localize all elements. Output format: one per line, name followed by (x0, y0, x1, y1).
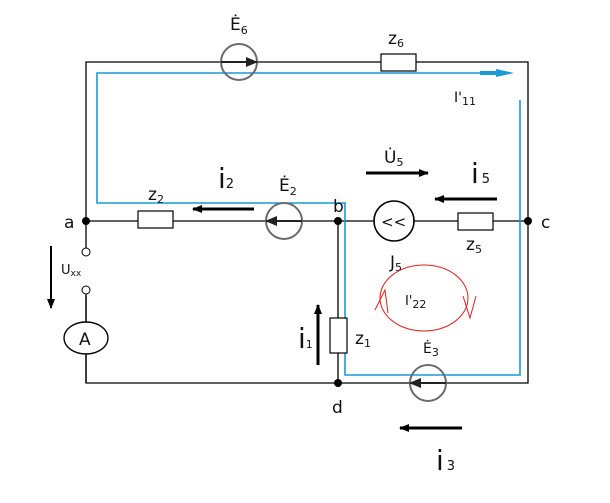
node-d-label: d (332, 398, 343, 418)
node-b-label: b (333, 197, 344, 217)
impedance-z5: z5 (457, 212, 494, 256)
svg-text:Ė3: Ė3 (423, 339, 439, 359)
node-b (334, 217, 342, 225)
svg-text:Ė6: Ė6 (230, 14, 248, 37)
source-E2: Ė2 (265, 175, 303, 240)
node-c (524, 217, 532, 225)
svg-text:i2: i2 (218, 162, 234, 195)
impedance-z6: z6 (380, 29, 417, 72)
svg-text:U̇5: U̇5 (384, 147, 403, 169)
svg-text:z6: z6 (388, 29, 404, 50)
svg-text:i3: i3 (436, 444, 455, 477)
svg-text:<<: << (381, 213, 406, 231)
impedance-z2: z2 (137, 185, 174, 229)
current-source-J5: << J5 (373, 200, 415, 274)
node-a (82, 217, 90, 225)
source-E6: Ė6 (220, 14, 258, 81)
svg-text:Uxx: Uxx (61, 263, 82, 279)
svg-text:z5: z5 (466, 235, 482, 256)
voltage-U5: U̇5 (366, 147, 429, 177)
loop-I22-arrow-right-icon (462, 295, 477, 320)
svg-text:z1: z1 (355, 329, 371, 350)
loop-I11-label: I'11 (454, 90, 476, 108)
terminals-Uxx: Uxx (47, 246, 91, 309)
node-c-label: c (541, 213, 550, 233)
loop-I22-arrow-left-icon (374, 288, 389, 314)
svg-text:J5: J5 (389, 253, 402, 274)
loop-I11-arrow-icon (496, 69, 514, 77)
impedance-z1: z1 (329, 317, 371, 354)
terminal-upper (81, 247, 91, 257)
source-E3: Ė3 (409, 339, 447, 402)
node-d (334, 379, 342, 387)
svg-text:i1: i1 (298, 322, 313, 355)
ammeter: A (63, 321, 109, 355)
loop-I11-path (96, 69, 521, 376)
open-gap (80, 254, 92, 286)
current-i2: i2 (192, 162, 254, 213)
node-a-label: a (64, 213, 74, 233)
svg-text:i5: i5 (471, 157, 490, 190)
terminal-lower (81, 285, 91, 295)
loop-I22: I'22 (374, 264, 477, 332)
svg-text:Ė2: Ė2 (279, 175, 297, 198)
svg-text:I'22: I'22 (405, 294, 426, 311)
svg-text:z2: z2 (148, 185, 164, 206)
current-i1: i1 (298, 304, 322, 365)
svg-text:A: A (79, 330, 91, 350)
